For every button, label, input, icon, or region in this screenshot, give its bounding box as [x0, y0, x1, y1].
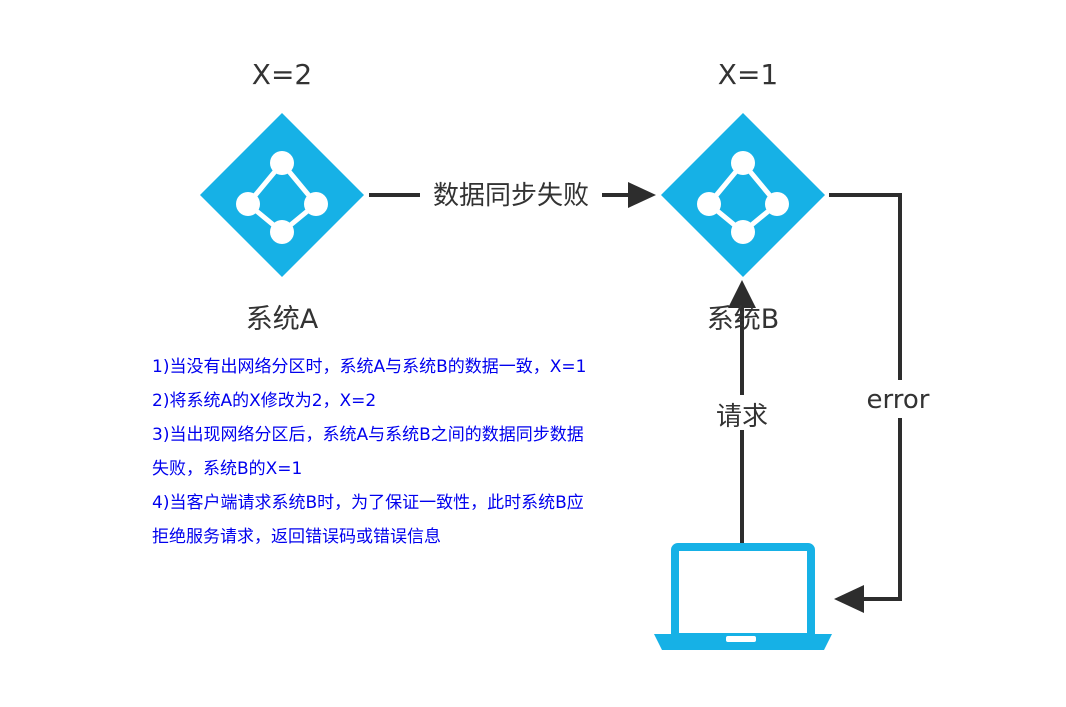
system-b-name: 系统B — [707, 304, 780, 335]
request-arrowhead — [728, 280, 756, 308]
note-line-6: 拒绝服务请求，返回错误码或错误信息 — [152, 527, 441, 547]
error-arrow — [829, 193, 902, 613]
system-a-value-label: X=2 — [252, 58, 312, 91]
system-a-node — [200, 113, 364, 277]
sync-failure-label: 数据同步失败 — [433, 181, 589, 211]
explanation-notes: 1)当没有出网络分区时，系统A与系统B的数据一致，X=1 2)将系统A的X修改为… — [152, 350, 672, 554]
system-b-node — [661, 113, 825, 277]
note-line-4: 失败，系统B的X=1 — [152, 459, 303, 479]
sync-arrow — [369, 182, 656, 208]
laptop-icon — [654, 543, 832, 650]
system-b-diamond — [661, 113, 825, 277]
error-label: error — [867, 385, 930, 415]
system-a-diamond — [200, 113, 364, 277]
note-line-5: 4)当客户端请求系统B时，为了保证一致性，此时系统B应 — [152, 493, 584, 513]
note-line-3: 3)当出现网络分区后，系统A与系统B之间的数据同步数据 — [152, 425, 584, 445]
diamond-network-icon — [236, 151, 328, 244]
request-arrow — [728, 280, 756, 545]
note-line-2: 2)将系统A的X修改为2，X=2 — [152, 391, 377, 411]
system-b-value-label: X=1 — [718, 58, 778, 91]
request-label: 请求 — [716, 402, 768, 432]
diamond-network-icon — [697, 151, 789, 244]
sync-arrowhead — [628, 182, 656, 208]
error-arrowhead — [834, 585, 864, 613]
system-a-name: 系统A — [246, 304, 319, 335]
note-line-1: 1)当没有出网络分区时，系统A与系统B的数据一致，X=1 — [152, 357, 587, 377]
